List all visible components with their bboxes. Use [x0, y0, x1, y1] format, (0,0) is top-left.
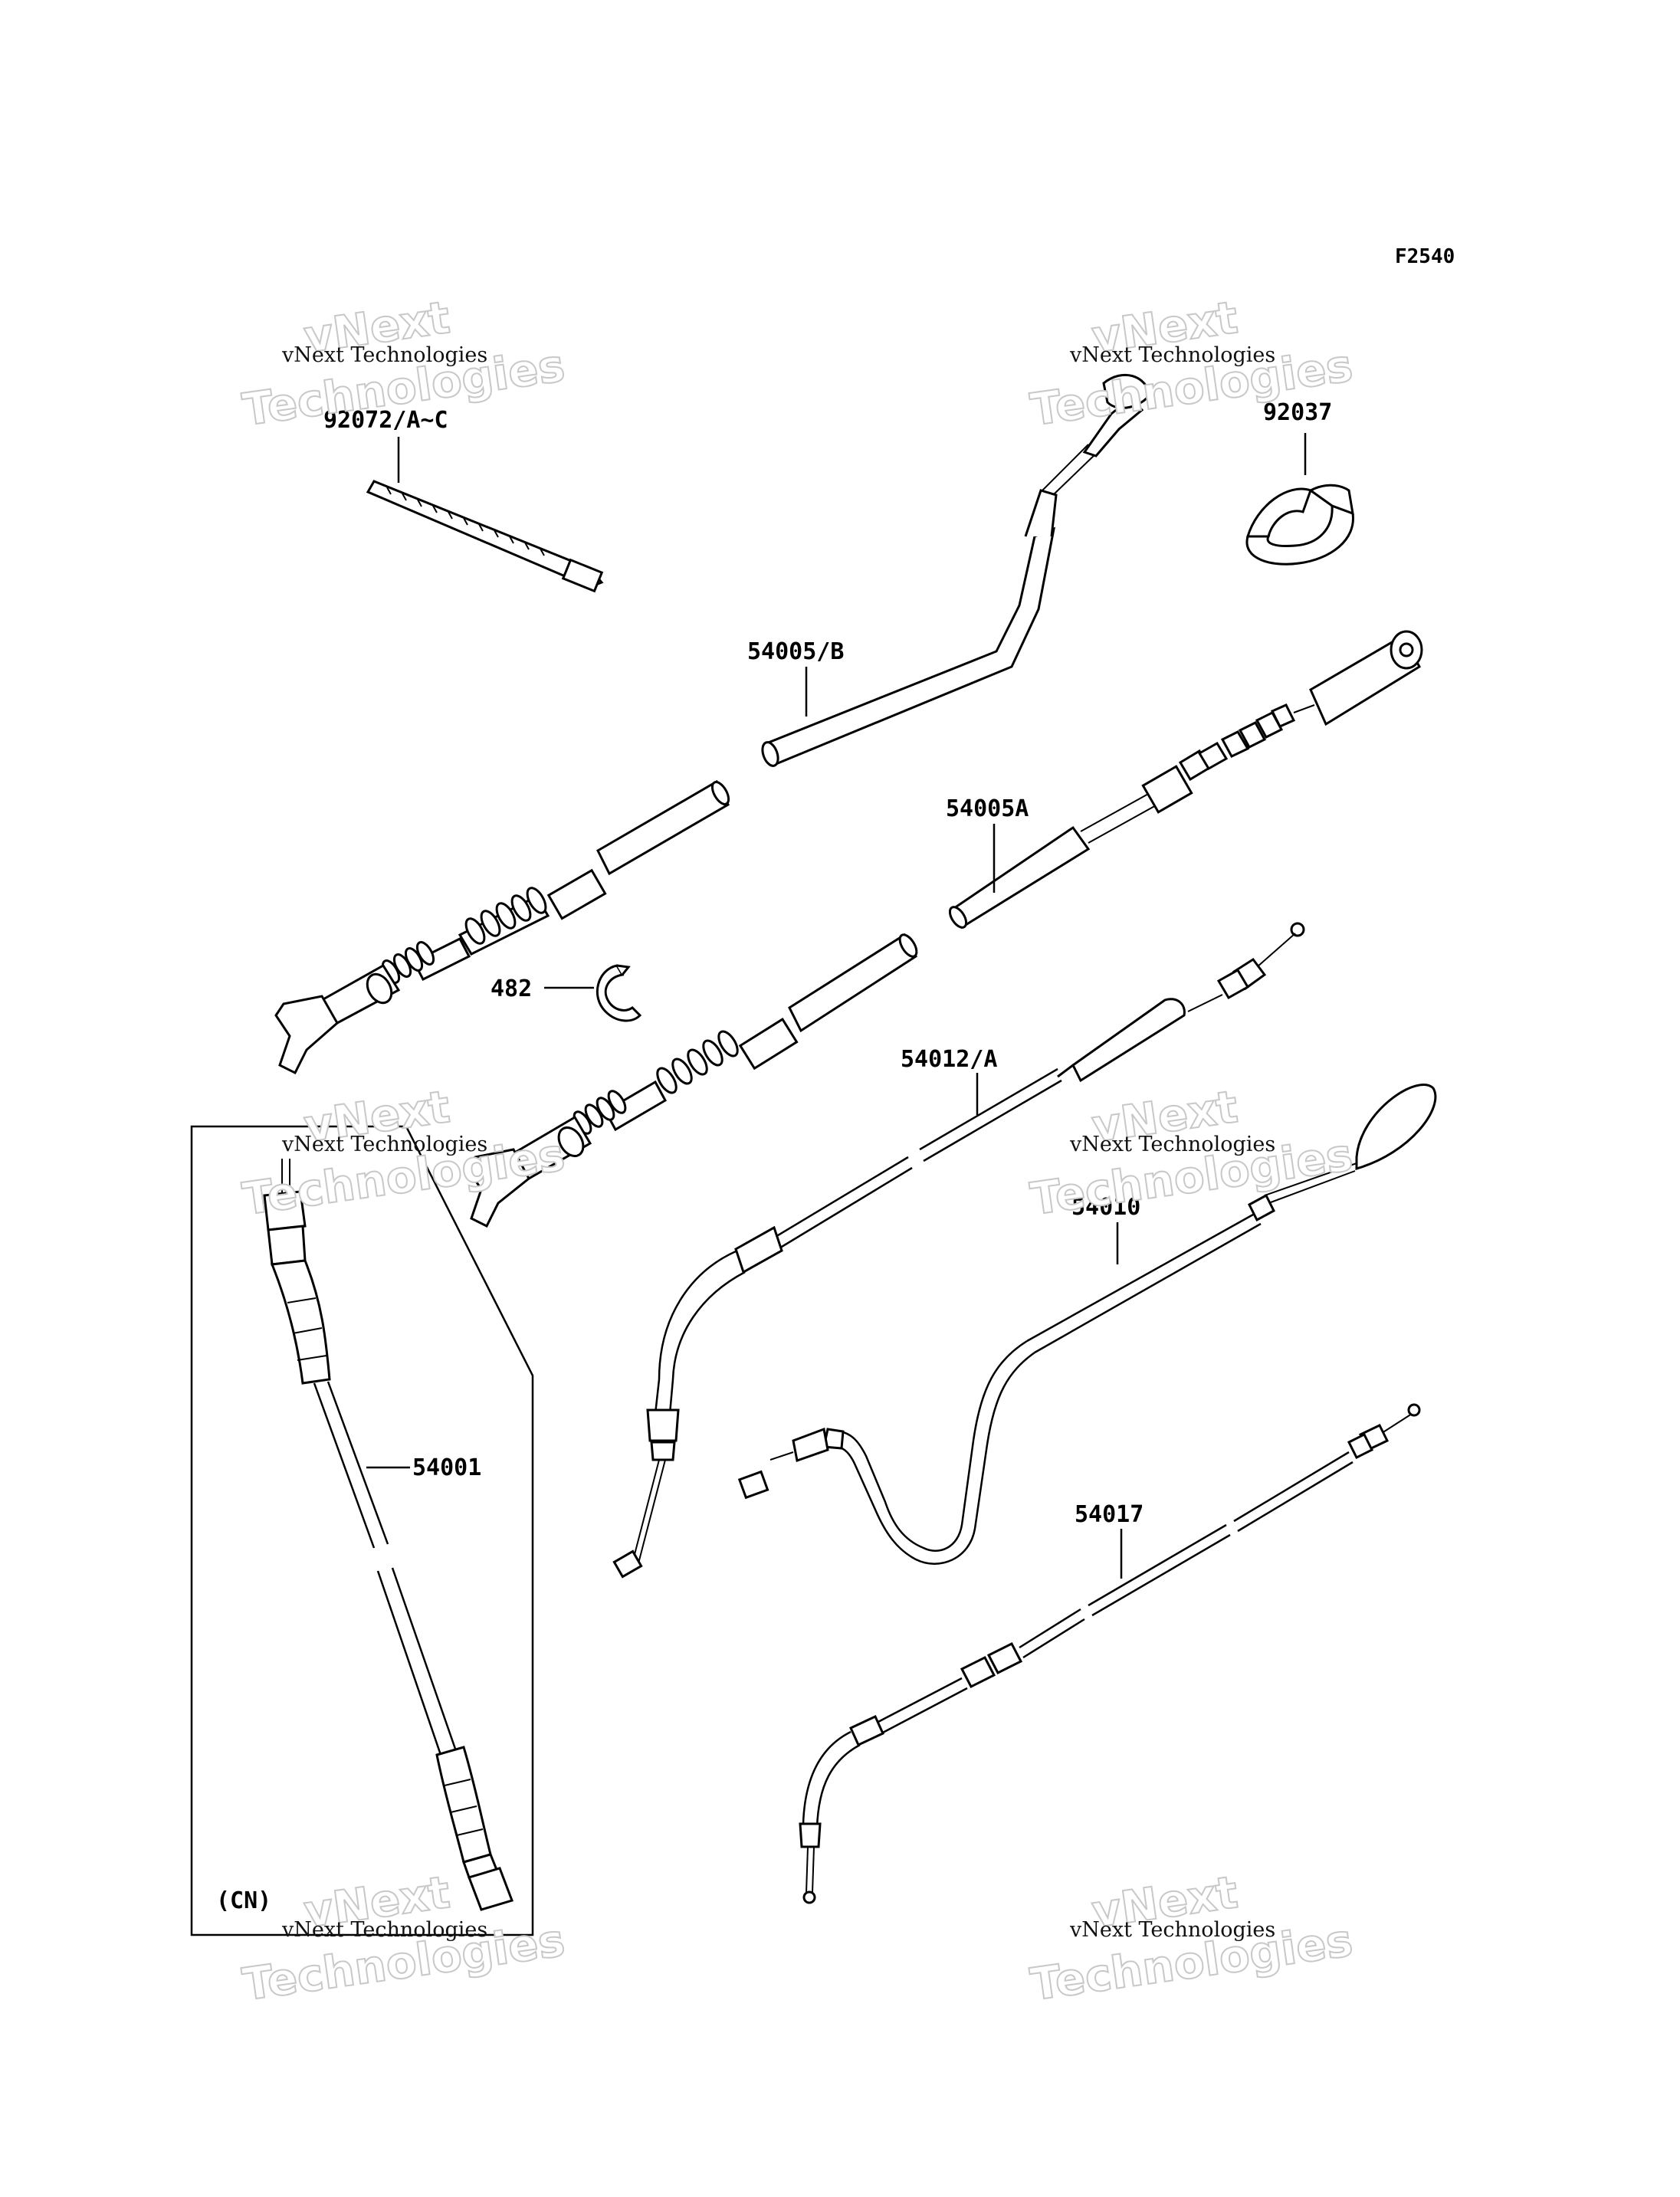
region-note: (CN) [216, 1887, 271, 1914]
svg-text:vNext Technologies: vNext Technologies [281, 1133, 487, 1156]
watermark-5: vNext Technologies vNext Technologies [238, 1865, 568, 2012]
watermark-4: vNext Technologies vNext Technologies [1026, 1080, 1356, 1226]
brake-cable-drawing [737, 1084, 1437, 1565]
part-label-throttle-cable-b: 54005/B [747, 638, 844, 665]
region-box [190, 1125, 534, 1936]
part-label-brake-cable: 54010 [1071, 1194, 1140, 1221]
figure-code: F2540 [1395, 245, 1455, 268]
svg-text:vNext Technologies: vNext Technologies [281, 1918, 487, 1942]
part-label-clutch-cable: 54012/A [901, 1046, 997, 1073]
part-label-cable-tie: 92072/A~C [323, 407, 448, 434]
clutch-cable-drawing [612, 922, 1305, 1579]
throttle-cable-left-upper-drawing [274, 779, 730, 1075]
watermark-3: vNext Technologies vNext Technologies [238, 1080, 568, 1226]
svg-text:vNext Technologies: vNext Technologies [1069, 1918, 1275, 1942]
throttle-cable-left-lower-drawing [466, 933, 918, 1228]
svg-text:vNext Technologies: vNext Technologies [1069, 343, 1275, 367]
part-label-choke-cable: 54017 [1075, 1501, 1144, 1528]
svg-text:vNext Technologies: vNext Technologies [281, 343, 487, 367]
part-label-throttle-cable-a: 54005A [946, 795, 1029, 822]
part-label-circlip: 482 [491, 976, 532, 1002]
throttle-cable-b-drawing [761, 373, 1151, 767]
choke-cable-drawing [799, 1403, 1421, 1904]
throttle-cable-a-drawing [948, 630, 1423, 930]
circlip-drawing [544, 964, 642, 1022]
clamp-drawing [1245, 433, 1354, 566]
cable-tie-drawing [366, 437, 604, 593]
part-label-clamp: 92037 [1263, 399, 1332, 426]
watermark-6: vNext Technologies vNext Technologies [1026, 1865, 1356, 2012]
speedometer-cable-drawing [263, 1159, 514, 1911]
svg-text:vNext Technologies: vNext Technologies [1069, 1133, 1275, 1156]
part-label-speedometer-cable: 54001 [412, 1454, 481, 1481]
